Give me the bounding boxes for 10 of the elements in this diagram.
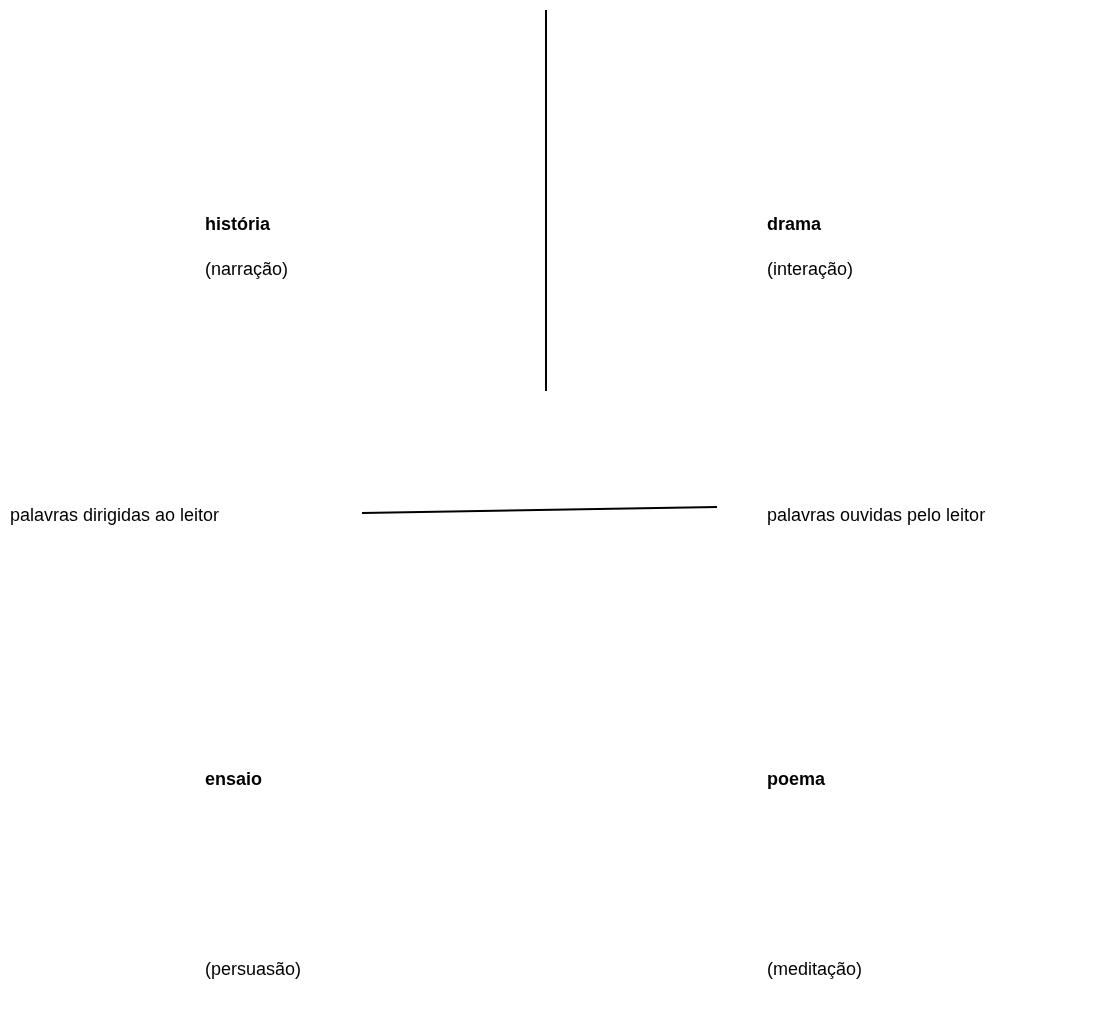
genre-heading: poema (767, 768, 826, 790)
genre-heading: drama (767, 213, 822, 235)
genre-mode-text: (narração) (205, 258, 289, 280)
axis-label: palavras dirigidas ao leitor (10, 504, 220, 526)
genre-mode-text: (persuasão) (205, 958, 302, 980)
genre-mode-text: (interação) (767, 258, 854, 280)
genre-heading: ensaio (205, 768, 263, 790)
genre-heading: história (205, 213, 270, 235)
genre-mode-text: (meditação) (767, 958, 863, 980)
axis-label: palavras ouvidas pelo leitor (767, 504, 986, 526)
